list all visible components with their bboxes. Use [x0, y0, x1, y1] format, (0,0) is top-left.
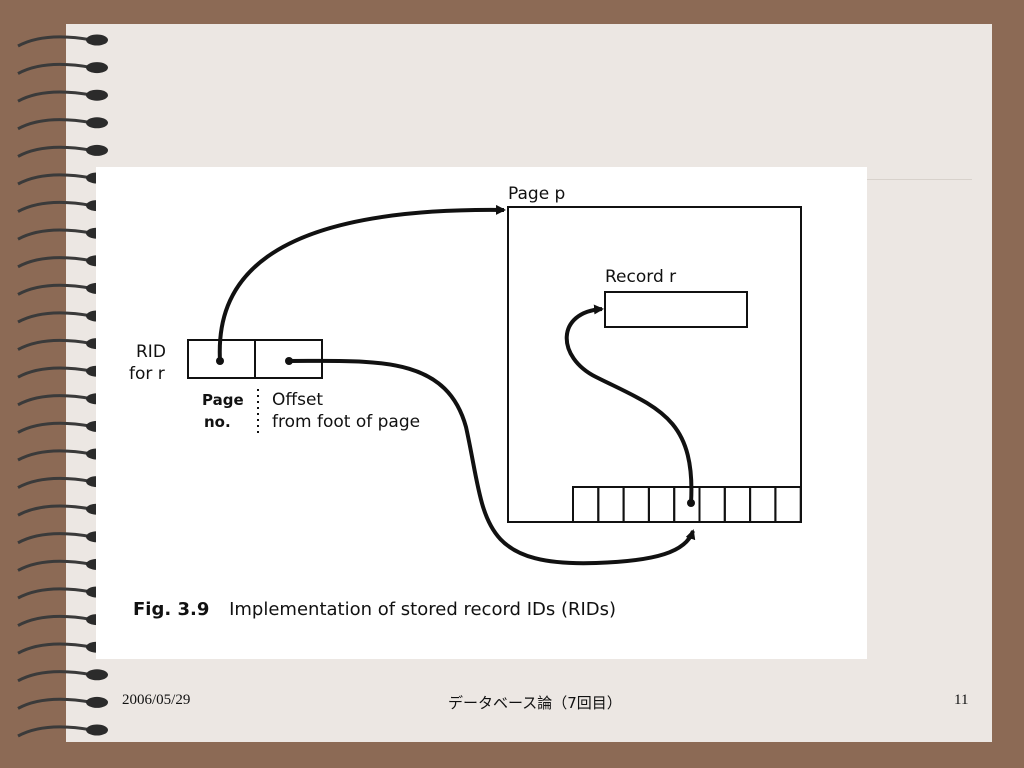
slot-pointer-dot [687, 499, 695, 507]
footer-page-number: 11 [954, 692, 969, 708]
offset-slot [673, 486, 701, 523]
spiral-ring [17, 697, 93, 710]
binding-hole [86, 34, 108, 46]
footer-title: データベース論（7回目） [448, 694, 622, 712]
spiral-ring [17, 366, 93, 379]
spiral-ring [17, 642, 93, 655]
page-no-label-line2: no. [204, 413, 231, 431]
figure-caption: Fig. 3.9 Implementation of stored record… [133, 599, 616, 620]
spiral-ring [17, 559, 93, 572]
spiral-ring [17, 173, 93, 186]
page-pointer-arrow [217, 204, 506, 362]
offset-slot [774, 486, 802, 523]
caption-number: Fig. 3.9 [133, 599, 209, 620]
offset-slot [597, 486, 625, 523]
spiral-ring [17, 339, 93, 351]
binding-hole [86, 144, 108, 156]
spiral-ring [17, 725, 93, 738]
offset-slot [572, 486, 600, 523]
offset-pointer-arrow [288, 358, 696, 566]
slot-to-record-arrow [564, 304, 694, 504]
spiral-ring [17, 421, 93, 434]
offset-slot [698, 486, 726, 523]
spiral-ring [17, 283, 93, 296]
offset-slot [723, 486, 752, 523]
figure-panel: Page p Record r RID for r Page no. Offse… [96, 167, 867, 659]
spiral-ring [17, 587, 93, 600]
record-box [604, 291, 748, 328]
spiral-ring [17, 228, 93, 241]
binding-hole [86, 696, 108, 708]
page-box [507, 206, 802, 523]
rid-label-line1: RID [136, 342, 166, 362]
spiral-ring [17, 256, 93, 269]
spiral-ring [17, 615, 93, 627]
binding-hole [86, 62, 108, 74]
rid-label-line2: for r [129, 364, 165, 384]
caption-text: Implementation of stored record IDs (RID… [229, 599, 616, 620]
offset-slot [647, 486, 676, 523]
rid-diagram: Page p Record r RID for r Page no. Offse… [129, 184, 802, 620]
spiral-ring [17, 63, 93, 75]
offset-slot [749, 486, 777, 523]
page-no-label-line1: Page [202, 391, 244, 409]
spiral-ring [17, 311, 93, 324]
spiral-ring [17, 201, 93, 213]
binding-hole [86, 724, 108, 736]
page-label: Page p [508, 184, 565, 204]
spiral-ring [17, 532, 93, 545]
record-label: Record r [605, 267, 676, 287]
offset-slot [622, 486, 650, 523]
spiral-ring [17, 477, 93, 489]
spiral-ring [17, 90, 93, 103]
binding-hole [86, 89, 108, 101]
footer-date: 2006/05/29 [122, 692, 191, 708]
header-rule [867, 179, 972, 180]
offset-slot-array [572, 486, 802, 523]
binding-hole [86, 669, 108, 681]
binding-hole [86, 117, 108, 129]
spiral-ring [17, 118, 93, 131]
spiral-ring [17, 145, 93, 158]
spiral-ring [17, 504, 93, 517]
spiral-ring [17, 394, 93, 407]
spiral-ring [17, 449, 93, 462]
spiral-ring [17, 35, 93, 48]
spiral-ring [17, 670, 93, 683]
offset-label-line1: Offset [272, 390, 323, 410]
offset-label-line2: from foot of page [272, 412, 420, 432]
